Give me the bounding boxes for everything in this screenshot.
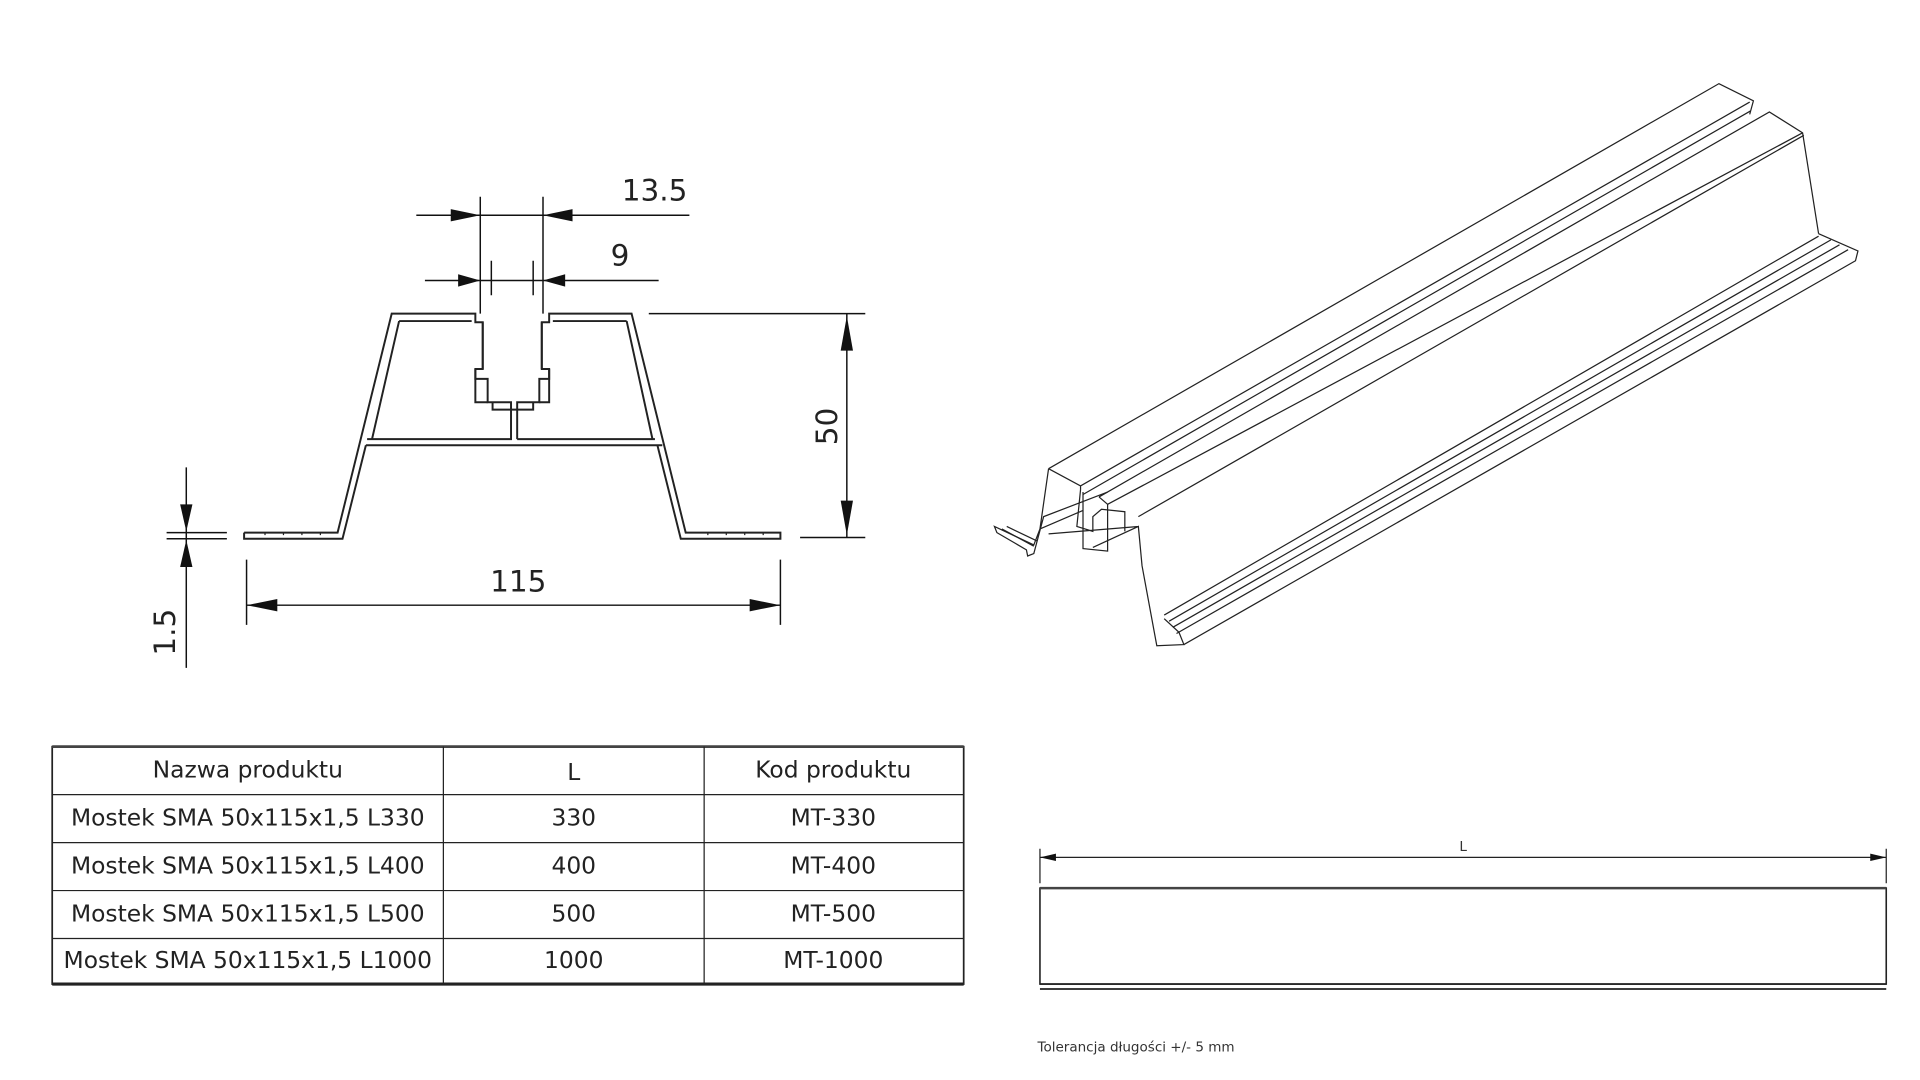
header-length: L bbox=[567, 758, 580, 786]
dimension-slot-inner: 9 bbox=[424, 239, 659, 296]
table-row: Mostek SMA 50x115x1,5 L500 500 MT-500 bbox=[71, 899, 876, 927]
dimension-height: 50 bbox=[648, 312, 866, 539]
cell-length: 330 bbox=[551, 803, 596, 831]
dimension-label-slot-inner: 9 bbox=[611, 239, 630, 273]
dimension-thickness: 1.5 bbox=[148, 467, 227, 668]
dimension-label-thickness: 1.5 bbox=[148, 609, 182, 656]
cell-length: 400 bbox=[551, 851, 596, 879]
cell-product-name: Mostek SMA 50x115x1,5 L1000 bbox=[64, 946, 432, 974]
dimension-label-height: 50 bbox=[810, 408, 844, 446]
cross-section-profile bbox=[243, 312, 782, 540]
dimension-label-width: 115 bbox=[490, 565, 546, 599]
table-row: Mostek SMA 50x115x1,5 L330 330 MT-330 bbox=[71, 803, 876, 831]
product-table: Nazwa produktu L Kod produktu Mostek SMA… bbox=[51, 745, 965, 986]
cell-product-code: MT-1000 bbox=[783, 946, 883, 974]
dimension-slot-outer: 13.5 bbox=[416, 174, 690, 314]
cell-product-name: Mostek SMA 50x115x1,5 L400 bbox=[71, 851, 425, 879]
cell-product-code: MT-500 bbox=[791, 899, 876, 927]
cell-length: 500 bbox=[551, 899, 596, 927]
table-row: Mostek SMA 50x115x1,5 L400 400 MT-400 bbox=[71, 851, 876, 879]
tolerance-note: Tolerancja długości +/- 5 mm bbox=[1036, 1040, 1234, 1056]
table-header-row: Nazwa produktu L Kod produktu bbox=[153, 755, 912, 785]
cell-product-code: MT-330 bbox=[791, 803, 876, 831]
cell-product-name: Mostek SMA 50x115x1,5 L330 bbox=[71, 803, 425, 831]
table-row: Mostek SMA 50x115x1,5 L1000 1000 MT-1000 bbox=[64, 946, 884, 974]
side-view: L Tolerancja długości +/- 5 mm bbox=[1036, 839, 1888, 1056]
cell-length: 1000 bbox=[544, 946, 603, 974]
cell-product-name: Mostek SMA 50x115x1,5 L500 bbox=[71, 899, 425, 927]
dimension-label-slot-outer: 13.5 bbox=[622, 174, 688, 208]
header-product-code: Kod produktu bbox=[755, 755, 911, 783]
dimension-width: 115 bbox=[245, 559, 782, 625]
length-label: L bbox=[1459, 839, 1467, 855]
isometric-view bbox=[993, 82, 1859, 647]
header-product-name: Nazwa produktu bbox=[153, 755, 343, 783]
cell-product-code: MT-400 bbox=[791, 851, 876, 879]
